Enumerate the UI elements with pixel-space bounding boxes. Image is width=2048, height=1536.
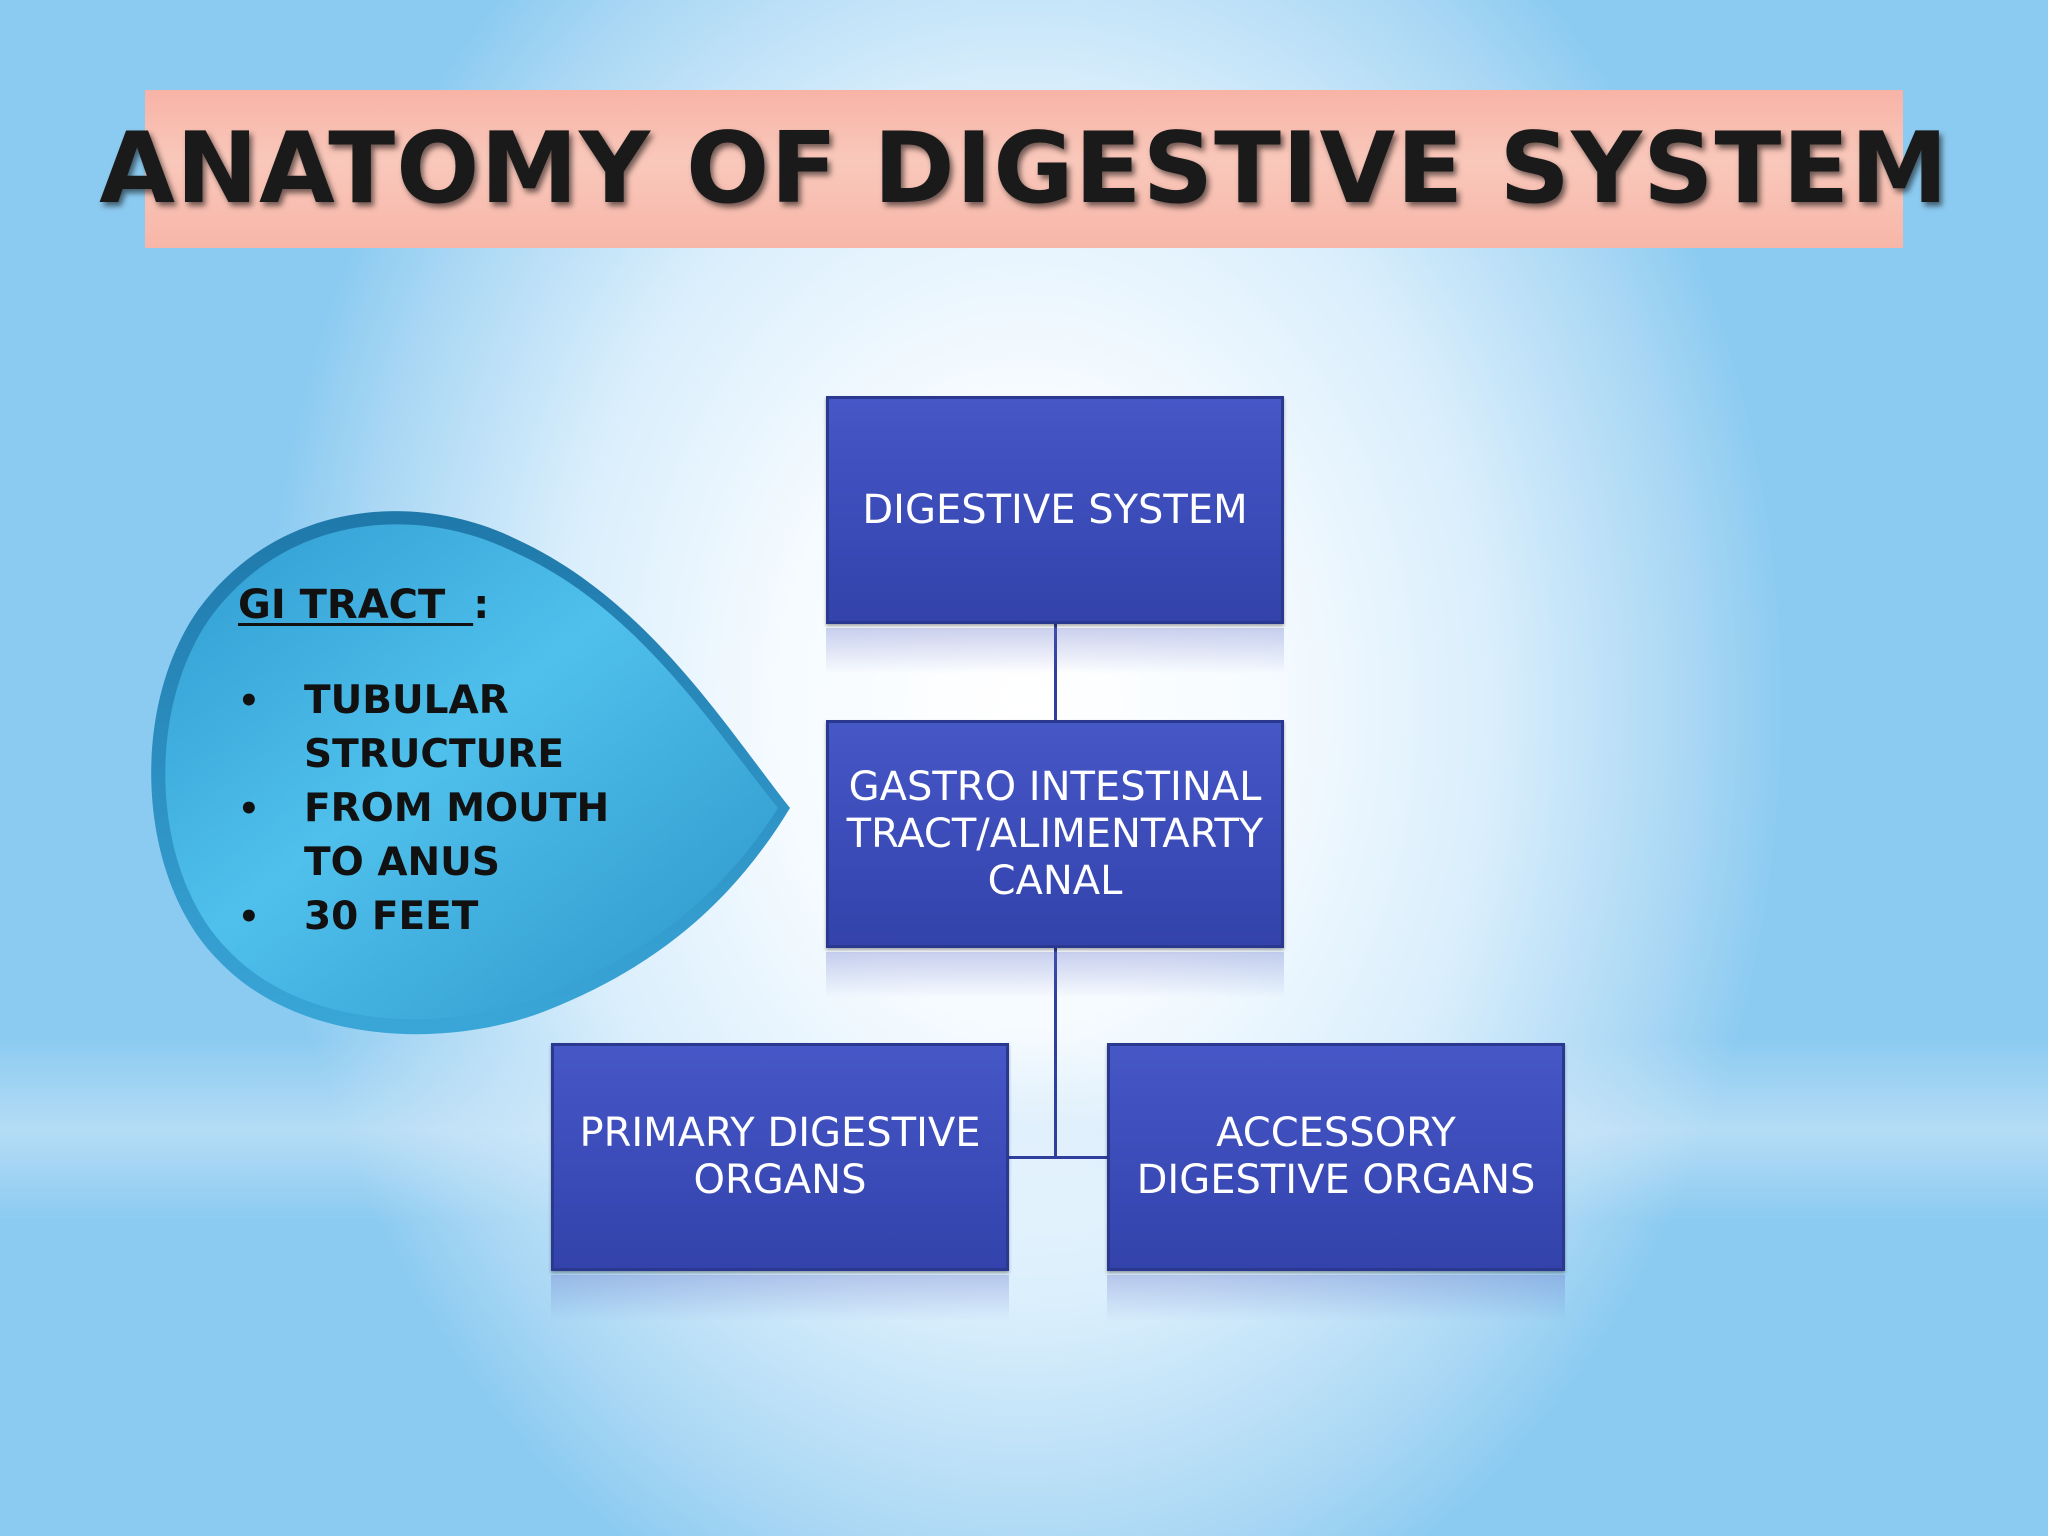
bullet-item: • TUBULAR STRUCTURE (238, 674, 664, 782)
node-reflection (551, 1275, 1009, 1321)
bullet-dot: • (238, 789, 260, 829)
connector-horizontal (1008, 1156, 1110, 1159)
callout-heading: GI TRACT : (238, 582, 658, 628)
bullet-text: FROM MOUTH TO ANUS (304, 786, 610, 885)
node-digestive-system: DIGESTIVE SYSTEM (826, 396, 1284, 624)
gi-tract-callout: GI TRACT : • TUBULAR STRUCTURE • FROM MO… (128, 490, 798, 1050)
connector-root-to-middle (1054, 624, 1057, 720)
node-label: ACCESSORY DIGESTIVE ORGANS (1136, 1110, 1536, 1203)
bullet-item: • FROM MOUTH TO ANUS (238, 782, 664, 890)
slide-title: ANATOMY OF DIGESTIVE SYSTEM (99, 112, 1949, 226)
background-glow (0, 1040, 2048, 1220)
callout-heading-text: GI TRACT (238, 582, 474, 628)
node-label: GASTRO INTESTINAL TRACT/ALIMENTARTY CANA… (846, 763, 1264, 904)
callout-heading-colon: : (473, 582, 490, 628)
node-label: PRIMARY DIGESTIVE ORGANS (579, 1110, 981, 1203)
node-label: DIGESTIVE SYSTEM (862, 486, 1248, 533)
teardrop-shape (151, 511, 791, 1035)
node-gastro-intestinal-tract: GASTRO INTESTINAL TRACT/ALIMENTARTY CANA… (826, 720, 1284, 948)
callout-content: GI TRACT : • TUBULAR STRUCTURE • FROM MO… (238, 582, 658, 944)
bullet-text: 30 FEET (304, 894, 479, 939)
node-primary-digestive-organs: PRIMARY DIGESTIVE ORGANS (551, 1043, 1009, 1271)
bullet-dot: • (238, 897, 260, 937)
node-accessory-digestive-organs: ACCESSORY DIGESTIVE ORGANS (1107, 1043, 1565, 1271)
bullet-item: • 30 FEET (238, 890, 664, 944)
node-reflection (1107, 1275, 1565, 1321)
bullet-dot: • (238, 681, 260, 721)
bullet-text: TUBULAR STRUCTURE (304, 678, 564, 777)
callout-bullet-list: • TUBULAR STRUCTURE • FROM MOUTH TO ANUS… (238, 674, 658, 944)
title-banner: ANATOMY OF DIGESTIVE SYSTEM (99, 90, 1948, 248)
connector-middle-to-bottom (1054, 948, 1057, 1158)
